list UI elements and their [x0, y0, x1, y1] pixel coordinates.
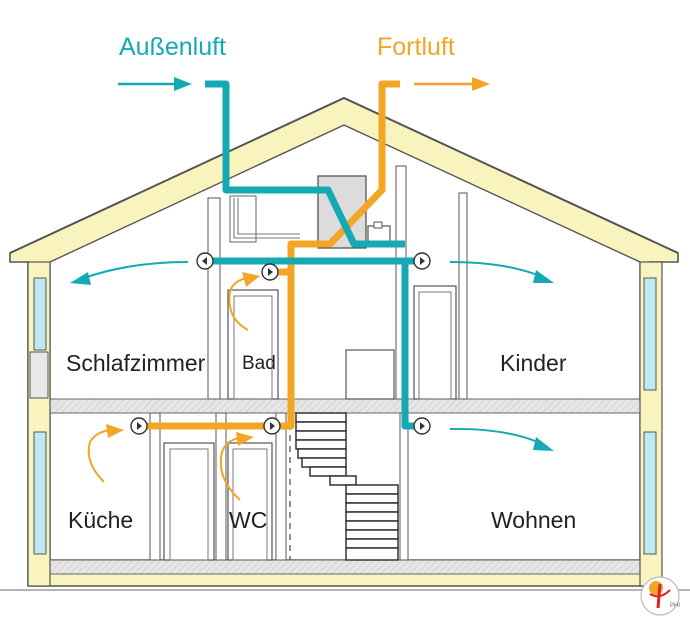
room-label-wc: WC	[229, 507, 267, 533]
room-label-kinder: Kinder	[500, 350, 567, 376]
doors	[163, 195, 457, 561]
staircase	[295, 412, 399, 561]
extract-flow-arrow-kueche	[87, 424, 124, 483]
room-label-bad: Bad	[242, 353, 276, 374]
outside-air-title: Außenluft	[119, 33, 226, 61]
base-slab	[49, 559, 641, 575]
room-label-wohnen: Wohnen	[491, 507, 576, 533]
floor-slab	[27, 398, 651, 414]
valve-extract-kueche	[130, 417, 148, 435]
room-label-kueche: Küche	[68, 507, 133, 533]
supply-flow-arrow-kinder	[449, 261, 554, 283]
valve-extract-bad	[261, 263, 279, 281]
phi-logo: PHI	[640, 576, 680, 616]
exhaust-air-title: Fortluft	[377, 33, 455, 61]
extract-flow-arrow-bad	[228, 272, 260, 331]
room-label-schlafzimmer: Schlafzimmer	[66, 350, 206, 376]
interior-walls	[149, 165, 468, 561]
supply-flow-arrow-wohnen	[449, 427, 554, 451]
phi-logo-text: PHI	[670, 603, 680, 609]
extract-flow-arrow-wc	[219, 432, 254, 501]
valve-extract-wc	[263, 417, 281, 435]
outside-air-arrow	[118, 77, 192, 91]
exhaust-air-arrow	[414, 77, 490, 91]
valve-supply-wohnen	[413, 417, 431, 435]
valve-supply-kinder	[413, 252, 431, 270]
valve-supply-schlafzimmer	[196, 252, 214, 270]
supply-flow-arrow-schlafzimmer	[70, 261, 189, 285]
right-wall	[639, 261, 663, 587]
left-wall	[27, 261, 51, 587]
